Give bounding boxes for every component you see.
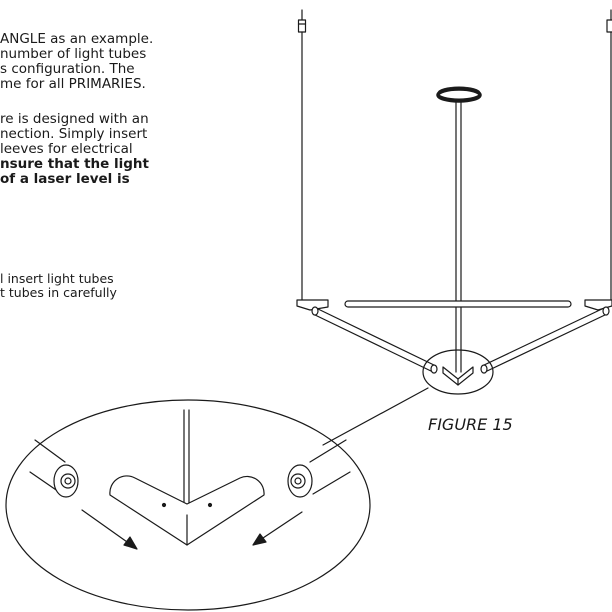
bold-text-line: nsure that the light xyxy=(0,156,150,172)
bold-text-line: of a laser level is xyxy=(0,171,130,187)
left-insert-arrow xyxy=(81,509,138,550)
left-suspension-cable xyxy=(297,9,307,301)
right-insert-arrow xyxy=(252,511,303,546)
text-line: me for all PRIMARIES. xyxy=(0,76,146,92)
left-light-tube xyxy=(311,306,438,374)
magnified-detail xyxy=(5,399,371,611)
text-line: leeves for electrical xyxy=(0,141,133,157)
text-line: number of light tubes xyxy=(0,46,147,62)
center-rod xyxy=(455,100,462,373)
text-line: l insert light tubes xyxy=(0,271,114,286)
instruction-paragraph-1: ANGLE as an example. number of light tub… xyxy=(0,32,153,92)
detail-leader-line xyxy=(322,387,429,446)
detail-highlight xyxy=(422,349,494,395)
text-line: re is designed with an xyxy=(0,111,149,127)
right-light-tube xyxy=(480,306,610,374)
left-corner-connector xyxy=(296,299,329,311)
text-line: s configuration. The xyxy=(0,61,135,77)
top-light-tube xyxy=(344,300,572,308)
bottom-connector xyxy=(442,366,474,386)
text-line: t tubes in carefully xyxy=(0,284,117,300)
right-suspension-cable xyxy=(606,9,612,301)
instruction-paragraph-3: l insert light tubes t tubes in carefull… xyxy=(0,272,117,299)
text-line: ANGLE as an example. xyxy=(0,31,154,47)
figure-caption: FIGURE 15 xyxy=(428,415,513,434)
instruction-paragraph-2: re is designed with an nection. Simply i… xyxy=(0,112,149,187)
text-line: nection. Simply insert xyxy=(0,126,148,142)
center-ring xyxy=(436,86,482,103)
